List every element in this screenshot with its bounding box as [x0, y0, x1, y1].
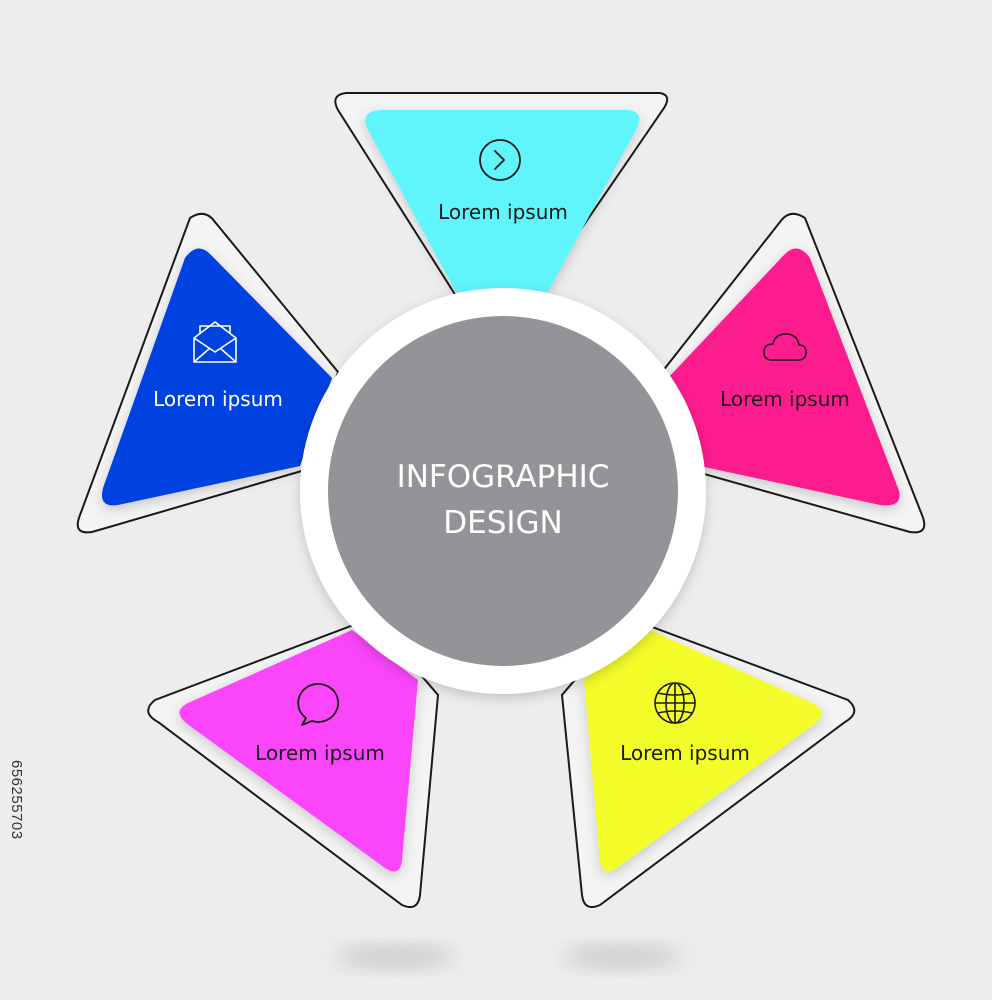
speech-bubble-icon — [297, 683, 340, 726]
arrow-right-circle-icon — [479, 139, 521, 181]
center-title-line1: INFOGRAPHIC — [397, 459, 610, 495]
center-circle — [328, 316, 678, 666]
segment-upper-right-label: Lorem ipsum — [720, 387, 850, 411]
globe-icon — [654, 682, 696, 724]
segment-upper-right-fill — [668, 248, 900, 506]
segment-lower-left-fill — [179, 630, 418, 872]
segment-upper-right[interactable]: Lorem ipsum — [660, 212, 926, 534]
side-stock-code: 656255703 — [8, 760, 25, 840]
segment-lower-left-label: Lorem ipsum — [255, 741, 385, 765]
segment-upper-left[interactable]: Lorem ipsum — [76, 212, 340, 534]
center-title-line2: DESIGN — [443, 505, 563, 541]
segment-lower-right-fill — [584, 630, 822, 872]
segment-lower-right-label: Lorem ipsum — [620, 741, 750, 765]
segment-top-label: Lorem ipsum — [438, 200, 568, 224]
floor-shadow-right — [562, 947, 682, 967]
segment-top[interactable]: Lorem ipsum — [334, 92, 669, 319]
segment-lower-right[interactable]: Lorem ipsum — [560, 616, 856, 908]
center-hub: INFOGRAPHIC DESIGN — [300, 288, 706, 694]
segment-lower-left[interactable]: Lorem ipsum — [147, 616, 440, 908]
cloud-icon — [763, 333, 807, 361]
envelope-icon — [193, 321, 237, 363]
floor-shadow-left — [335, 947, 455, 967]
segment-upper-left-label: Lorem ipsum — [153, 387, 283, 411]
segment-top-fill — [365, 110, 640, 292]
segment-upper-left-fill — [102, 248, 332, 506]
